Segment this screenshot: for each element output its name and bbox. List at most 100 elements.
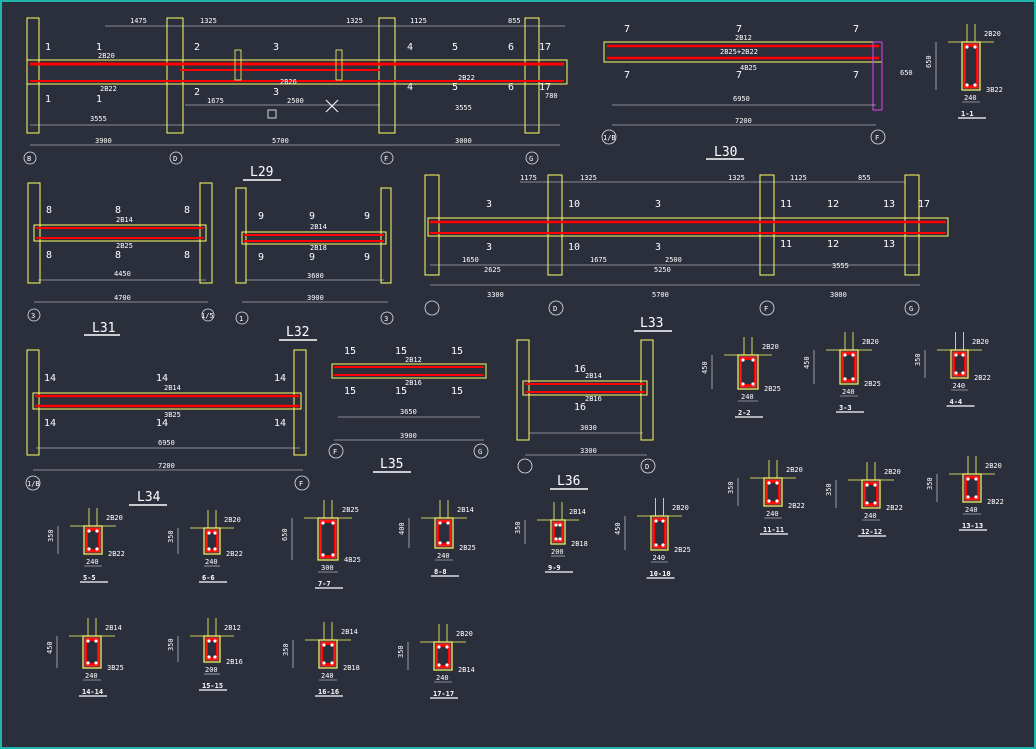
rebar-dot <box>438 541 442 545</box>
width-label: 240 <box>964 94 977 102</box>
section-mark: 8 <box>184 205 190 216</box>
width-label: 300 <box>321 564 334 572</box>
axis-circle <box>25 475 41 491</box>
dim-text: 6950 <box>158 439 175 447</box>
section-name: 10-10 <box>650 570 671 578</box>
axis-circle <box>235 311 249 325</box>
rebar-bottom-label: 2B18 <box>343 664 360 672</box>
section-name: 1-1 <box>961 110 974 118</box>
axis-label: G <box>909 305 913 313</box>
dim-text: 6950 <box>733 95 750 103</box>
section-mark: 2 <box>194 42 200 53</box>
rebar-top-label: 2B14 <box>341 628 358 636</box>
dim-text: 3555 <box>832 262 849 270</box>
column <box>293 349 307 456</box>
rebar-dot <box>741 382 745 386</box>
rebar-bottom-label: 2B25 <box>674 546 691 554</box>
section-core <box>655 521 664 545</box>
grip-marker <box>267 109 277 119</box>
section-core <box>844 355 854 379</box>
rebar-dot <box>554 537 558 541</box>
width-label: 200 <box>551 548 564 556</box>
section-mark: 17 <box>918 199 930 210</box>
rebar-dot <box>554 523 558 527</box>
rebar-dot <box>437 663 441 667</box>
dim-text: 3300 <box>487 291 504 299</box>
rebar-dot <box>558 537 562 541</box>
beam-outline <box>26 59 568 85</box>
section-mark: 3 <box>486 199 492 210</box>
dim-text: 3000 <box>830 291 847 299</box>
axis-circle <box>380 311 394 325</box>
beam-l36: 16 16 2B14 2B16 3030 3300 D L36 <box>516 339 656 490</box>
column <box>516 339 530 441</box>
section-name: 8-8 <box>434 568 447 576</box>
dim-text: 1125 <box>410 17 427 25</box>
dim-text: 1675 <box>590 256 607 264</box>
section-name: 5-5 <box>83 574 96 582</box>
rebar-dot <box>438 521 442 525</box>
rebar-dot <box>86 639 90 643</box>
beam-title: L35 <box>380 457 403 472</box>
axis-label: F <box>875 134 879 142</box>
dim-text: 3300 <box>580 447 597 455</box>
section-core <box>208 641 216 657</box>
dim-text: 7200 <box>158 462 175 470</box>
dim-text: 1325 <box>200 17 217 25</box>
dim-text: 4700 <box>114 294 131 302</box>
rebar-dot <box>741 358 745 362</box>
dim-text: 1175 <box>520 174 537 182</box>
axis-label: 1 <box>239 315 243 323</box>
rebar-bottom-label: 4B25 <box>344 556 361 564</box>
rebar-top-label: 2B20 <box>456 630 473 638</box>
section-mark: 14 <box>156 373 168 384</box>
column <box>26 349 40 456</box>
width-label: 240 <box>86 558 99 566</box>
column <box>199 182 213 284</box>
rebar-dot <box>95 529 99 533</box>
rebar-dot <box>94 639 98 643</box>
rebar-bottom-label: 2B16 <box>226 658 243 666</box>
section-name: 14-14 <box>82 688 103 696</box>
section-name: 17-17 <box>433 690 454 698</box>
rebar-bottom-label: 2B22 <box>886 504 903 512</box>
section-mark: 3 <box>273 42 279 53</box>
rebar-dot <box>843 377 847 381</box>
rebar-top-label: 2B20 <box>106 514 123 522</box>
section-mark: 15 <box>395 386 407 397</box>
section-outline <box>203 635 221 663</box>
section-mark: 8 <box>115 205 121 216</box>
width-label: 240 <box>437 552 450 560</box>
section-name: 2-2 <box>738 409 751 417</box>
section-mark: 3 <box>273 87 279 98</box>
rebar-dot <box>966 477 970 481</box>
rebar-top-label: 2B20 <box>672 504 689 512</box>
axis-label: 1/B <box>27 480 40 488</box>
rebar-dot <box>961 353 965 357</box>
rebar-top-label: 2B14 <box>457 506 474 514</box>
section-mark: 14 <box>44 373 56 384</box>
beam-outline <box>241 231 387 245</box>
rebar-text: 2B26 <box>280 78 297 86</box>
section-core <box>742 360 754 384</box>
section-core <box>768 483 778 501</box>
beam-title: L34 <box>137 490 161 505</box>
section-outline <box>962 473 982 503</box>
section-mark: 7 <box>624 24 630 35</box>
section-mark: 10 <box>568 199 580 210</box>
section-core <box>866 485 876 503</box>
dim-text: 2500 <box>665 256 682 264</box>
dim-text: 1325 <box>580 174 597 182</box>
rebar-bottom-label: 2B22 <box>987 498 1004 506</box>
beam-l31: 8 8 8 8 8 8 2B14 2B25 4450 4700 3 1/5 L3… <box>27 182 215 336</box>
rebar-dot <box>843 353 847 357</box>
rebar-top-label: 2B25 <box>342 506 359 514</box>
height-label: 350 <box>926 477 934 490</box>
section-core <box>322 523 334 555</box>
rebar-text: 2B14 <box>164 384 181 392</box>
